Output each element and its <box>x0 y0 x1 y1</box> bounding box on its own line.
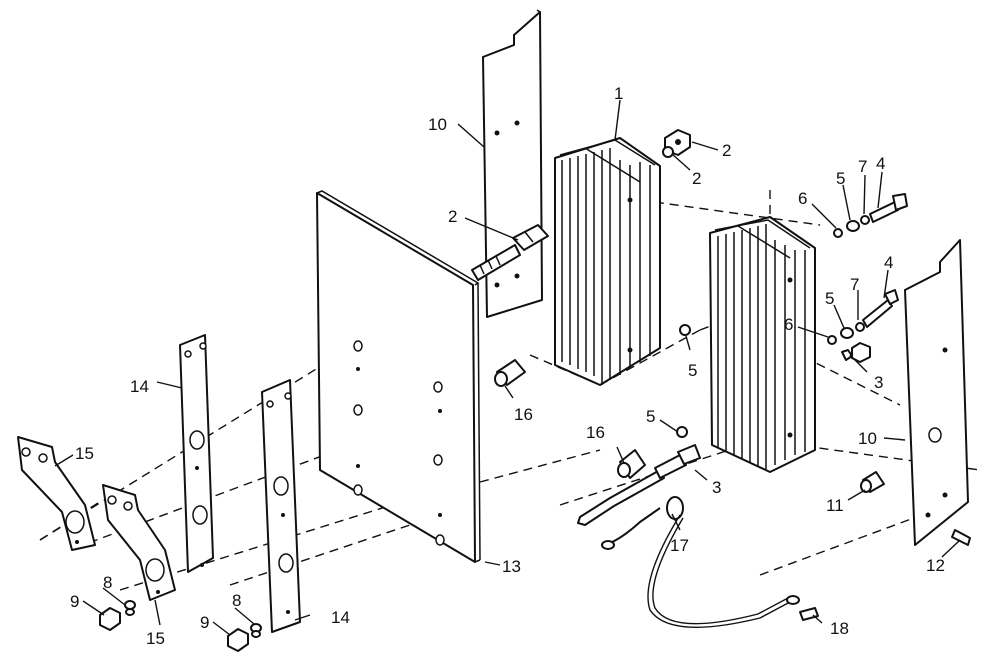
bolt-set-upper <box>833 193 908 238</box>
hardware-8-9-left <box>99 600 136 631</box>
callout-16: 16 <box>586 423 605 442</box>
spacer-11 <box>860 471 885 493</box>
washer-5-a <box>679 324 691 336</box>
callout-14: 14 <box>130 377 149 396</box>
flexible-lead-17 <box>601 496 800 629</box>
terminal-lug-15-right <box>102 484 176 601</box>
callout-7: 7 <box>858 157 867 176</box>
callout-4: 4 <box>876 154 885 173</box>
bracket-strip-14-right <box>261 379 301 633</box>
callout-labels: 1 2 2 2 3 3 4 4 5 5 5 5 6 6 7 7 8 8 9 9 … <box>70 84 945 648</box>
screw-18 <box>799 607 819 621</box>
callout-2: 2 <box>448 207 457 226</box>
washer-5-b <box>676 426 688 438</box>
callout-9: 9 <box>200 613 209 632</box>
spacer-16-a <box>494 359 526 387</box>
callout-17: 17 <box>670 536 689 555</box>
callout-15: 15 <box>146 629 165 648</box>
callout-3: 3 <box>712 478 721 497</box>
callout-5: 5 <box>825 289 834 308</box>
stud-2 <box>471 224 549 281</box>
callout-6: 6 <box>798 189 807 208</box>
callout-5: 5 <box>688 361 697 380</box>
callout-15: 15 <box>75 444 94 463</box>
callout-5: 5 <box>836 169 845 188</box>
callout-11: 11 <box>826 496 844 515</box>
callout-16: 16 <box>514 405 533 424</box>
mounting-plate-13 <box>316 190 481 563</box>
screw-12 <box>951 529 971 546</box>
nut-washer-2 <box>662 129 691 158</box>
callout-6: 6 <box>784 315 793 334</box>
leader-lines <box>54 99 961 636</box>
callout-1: 1 <box>614 84 623 103</box>
diode-lead-3 <box>577 444 701 526</box>
callout-4: 4 <box>884 253 893 272</box>
callout-10: 10 <box>858 429 877 448</box>
callout-2: 2 <box>692 169 701 188</box>
callout-9: 9 <box>70 592 79 611</box>
terminal-lug-15-left <box>17 436 96 551</box>
callout-2: 2 <box>722 141 731 160</box>
callout-8: 8 <box>103 573 112 592</box>
callout-7: 7 <box>850 275 859 294</box>
callout-5: 5 <box>646 407 655 426</box>
bracket-strip-14-left <box>179 334 214 573</box>
callout-10: 10 <box>428 115 447 134</box>
bolt-set-lower <box>827 289 899 363</box>
callout-13: 13 <box>502 557 521 576</box>
hardware-8-9-right <box>227 623 262 652</box>
callout-12: 12 <box>926 556 945 575</box>
callout-14: 14 <box>331 608 350 627</box>
heat-sink-2 <box>709 216 816 473</box>
insulator-strip-10-right <box>904 239 969 546</box>
heat-sink-1 <box>554 137 661 386</box>
spacer-16-b <box>617 449 646 479</box>
callout-18: 18 <box>830 619 849 638</box>
callout-3: 3 <box>874 373 883 392</box>
callout-8: 8 <box>232 591 241 610</box>
